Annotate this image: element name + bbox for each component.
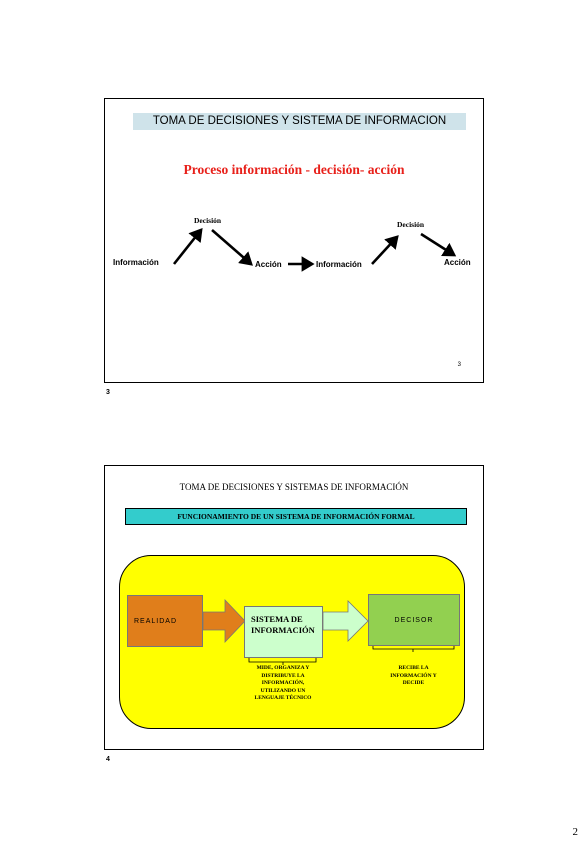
label-accion-2: Acción	[444, 258, 471, 267]
slide-4: TOMA DE DECISIONES Y SISTEMAS DE INFORMA…	[104, 465, 484, 750]
label-decision-2: Decisión	[397, 220, 425, 229]
sistema-caption: MIDE, ORGANIZA Y DISTRIBUYE LA INFORMACI…	[254, 665, 312, 701]
sistema-line-2: INFORMACIÓN	[251, 625, 315, 635]
sistema-bracket	[248, 658, 317, 663]
arrow-info-to-decision-2	[371, 235, 399, 265]
slide-subtitle: Proceso información - decisión- acción	[183, 162, 405, 177]
label-informacion-2: Información	[316, 260, 362, 269]
sistema-box: SISTEMA DE INFORMACIÓN	[244, 606, 323, 658]
diagram-arrows	[202, 599, 455, 665]
realidad-box: REALIDAD	[127, 595, 203, 647]
arrow-realidad-to-sistema	[202, 599, 246, 643]
arrow-info-to-decision-1	[172, 227, 203, 265]
slide-title: TOMA DE DECISIONES Y SISTEMA DE INFORMAC…	[133, 113, 466, 130]
slide-3: TOMA DE DECISIONES Y SISTEMA DE INFORMAC…	[104, 98, 484, 383]
flow-arrows	[172, 227, 457, 272]
arrow-decision-to-action-1	[211, 229, 253, 266]
label-decision-1: Decisión	[194, 216, 222, 225]
sistema-line-1: SISTEMA DE	[251, 614, 303, 624]
slide-number: 3	[457, 362, 461, 368]
label-accion-1: Acción	[255, 260, 282, 269]
slide-banner: FUNCIONAMIENTO DE UN SISTEMA DE INFORMAC…	[125, 508, 467, 525]
slide-3-number: 3	[106, 389, 110, 396]
slide-4-number: 4	[106, 756, 110, 763]
arrow-decision-to-action-2	[420, 232, 457, 257]
arrow-sistema-to-decisor	[322, 600, 369, 642]
decisor-caption: RECIBE LA INFORMACIÓN Y DECIDE	[390, 665, 437, 686]
page-number: 2	[572, 826, 579, 838]
decisor-bracket	[372, 646, 455, 650]
label-informacion-1: Información	[113, 258, 159, 267]
decisor-box: DECISOR	[368, 594, 460, 646]
slide-title: TOMA DE DECISIONES Y SISTEMAS DE INFORMA…	[179, 482, 409, 492]
